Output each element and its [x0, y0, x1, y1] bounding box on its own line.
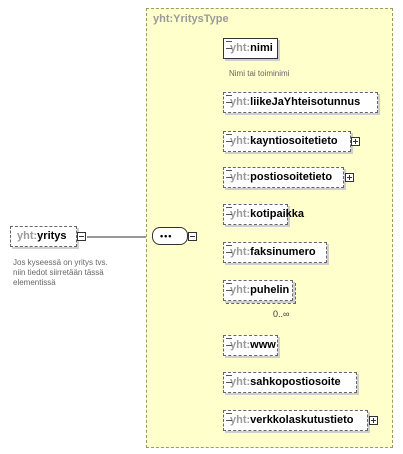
element-liikeJaYhteisotunnus[interactable]: yht:liikeJaYhteisotunnus [223, 92, 378, 113]
element-name: verkkolaskutustieto [250, 414, 354, 426]
element-ns: yht: [230, 135, 251, 147]
element-ns: yht: [230, 414, 251, 426]
element-ns: yht: [230, 42, 251, 54]
element-name: www [250, 339, 276, 351]
element-name: postiosoitetieto [250, 171, 333, 183]
sequence-icon: ••• [160, 231, 173, 241]
element-ns: yht: [230, 284, 251, 296]
type-title: yht:YritysType [153, 13, 229, 25]
expand-icon[interactable] [351, 137, 360, 146]
element-ns: yht: [230, 246, 251, 258]
root-element-yritys[interactable]: yht:yritys [10, 226, 77, 247]
element-lines-icon [226, 375, 232, 383]
element-name: kayntiosoitetieto [250, 135, 338, 147]
element-faksinumero[interactable]: yht:faksinumero [223, 242, 327, 263]
element-lines-icon [226, 413, 232, 421]
expand-icon[interactable] [369, 416, 378, 425]
element-name: liikeJaYhteisotunnus [250, 96, 361, 108]
root-ns: yht: [17, 230, 38, 242]
element-sahkopostiosoite[interactable]: yht:sahkopostiosoite [223, 372, 357, 393]
element-name: kotipaikka [250, 208, 304, 220]
element-nimi[interactable]: yht:nimi [223, 38, 278, 59]
element-ns: yht: [230, 339, 251, 351]
element-name: nimi [250, 42, 273, 54]
root-doc-line-1: Jos kyseessä on yritys tvs. [13, 258, 108, 267]
element-name: sahkopostiosoite [250, 376, 341, 388]
element-lines-icon [226, 41, 232, 49]
nimi-documentation: Nimi tai toiminimi [229, 69, 290, 78]
element-lines-icon [226, 170, 232, 178]
element-name: puhelin [250, 284, 290, 296]
element-lines-icon [226, 207, 232, 215]
element-kotipaikka[interactable]: yht:kotipaikka [223, 204, 304, 225]
root-documentation: Jos kyseessä on yritys tvs. niin tiedot … [13, 258, 108, 288]
element-lines-icon [226, 95, 232, 103]
sequence-compositor[interactable]: ••• [152, 227, 188, 245]
element-kayntiosoitetieto[interactable]: yht:kayntiosoitetieto [223, 131, 351, 152]
element-ns: yht: [230, 96, 251, 108]
puhelin-occurrence: 0..∞ [273, 309, 290, 319]
element-verkkolaskutustieto[interactable]: yht:verkkolaskutustieto [223, 410, 368, 431]
element-ns: yht: [230, 171, 251, 183]
element-ns: yht: [230, 208, 251, 220]
root-doc-line-3: elementissä [13, 278, 56, 287]
element-www[interactable]: yht:www [223, 335, 278, 356]
element-name: faksinumero [250, 246, 316, 258]
element-ns: yht: [230, 376, 251, 388]
element-lines-icon [226, 283, 232, 291]
element-lines-icon [226, 134, 232, 142]
root-doc-line-2: niin tiedot siirretään tässä [13, 268, 104, 277]
collapse-icon[interactable] [77, 232, 86, 241]
root-name: yritys [37, 230, 67, 242]
element-lines-icon [226, 338, 232, 346]
expand-icon[interactable] [345, 173, 354, 182]
element-postiosoitetieto[interactable]: yht:postiosoitetieto [223, 167, 344, 188]
element-puhelin[interactable]: yht:puhelin [223, 280, 293, 301]
element-lines-icon [226, 245, 232, 253]
sequence-collapse-icon[interactable] [188, 232, 197, 241]
